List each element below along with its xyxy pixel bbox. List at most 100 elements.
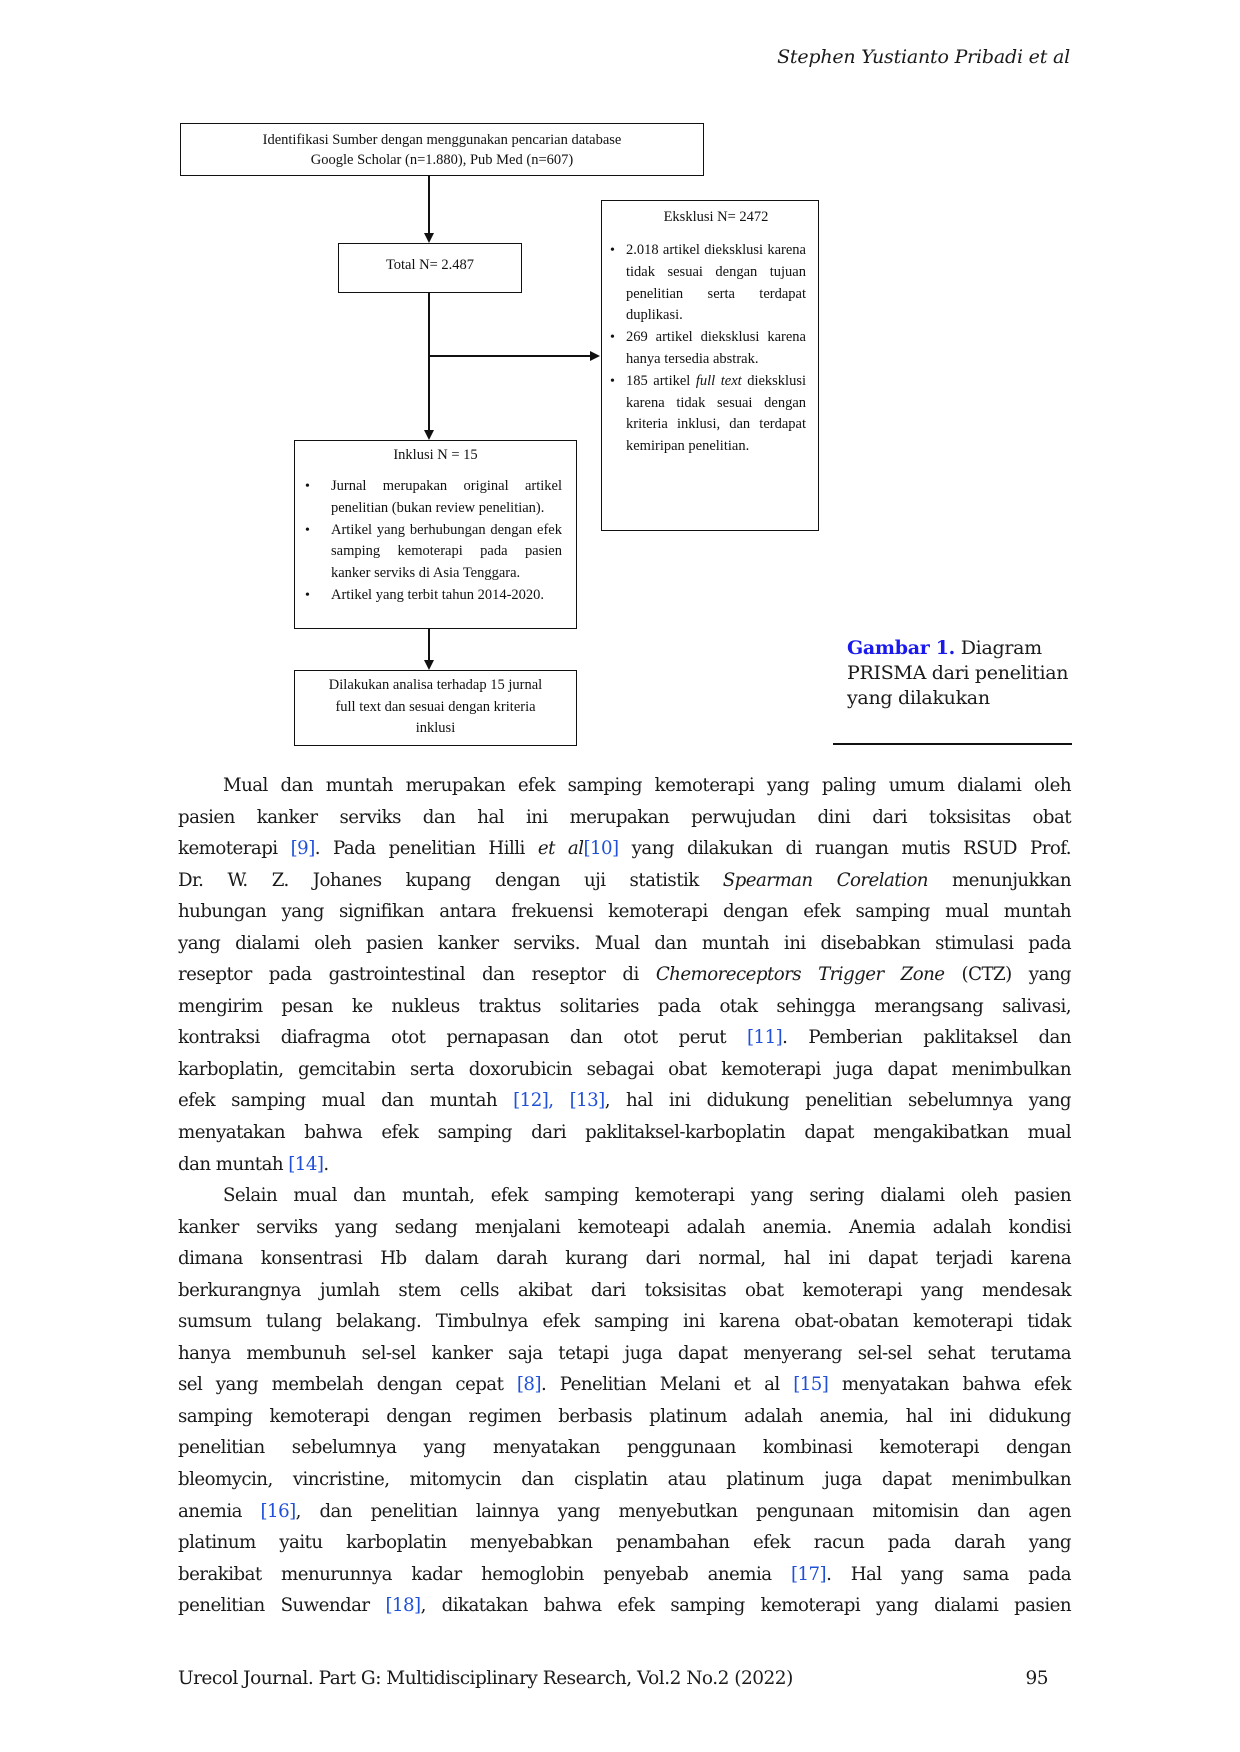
connector-line — [428, 293, 430, 431]
inclusion-title: Inklusi N = 15 — [393, 447, 478, 463]
text-line: Selain mual dan muntah, efek samping kem… — [178, 1180, 1072, 1212]
text-span: platinum yaitu karboplatin menyebabkan p… — [178, 1532, 1072, 1554]
text-span: penelitian sebelumnya yang menyatakan pe… — [178, 1437, 1072, 1459]
total-box: Total N= 2.487 — [338, 243, 522, 293]
text-line: karboplatin, gemcitabin serta doxorubici… — [178, 1054, 1072, 1086]
text-span: hubungan yang signifikan antara frekuens… — [178, 901, 1072, 923]
exclusion-title: Eksklusi N= 2472 — [663, 209, 769, 225]
text-line: kemoterapi [9]. Pada penelitian Hilli et… — [178, 833, 1072, 865]
text-line: kanker serviks yang sedang menjalani kem… — [178, 1212, 1072, 1244]
identification-box: Identifikasi Sumber dengan menggunakan p… — [180, 123, 704, 176]
italic-term: Chemoreceptors Trigger Zone — [655, 964, 945, 986]
italic-term: Spearman Corelation — [722, 869, 929, 891]
citation-link[interactable]: [15] — [793, 1374, 829, 1396]
citation-link[interactable]: [11] — [747, 1027, 783, 1049]
text-line: reseptor pada gastrointestinal dan resep… — [178, 959, 1072, 991]
text-span: bleomycin, vincristine, mitomycin dan ci… — [178, 1469, 1072, 1491]
text-line: penelitian Suwendar [18], dikatakan bahw… — [178, 1590, 1072, 1622]
body-text: Mual dan muntah merupakan efek samping k… — [178, 770, 1072, 1622]
text-span: , hal ini didukung penelitian sebelumnya… — [604, 1090, 1072, 1112]
text-line: pasien kanker serviks dan hal ini merupa… — [178, 802, 1072, 834]
inclusion-item: Artikel yang terbit tahun 2014-2020. — [305, 585, 562, 607]
text-line: anemia [16], dan penelitian lainnya yang… — [178, 1496, 1072, 1528]
identification-line-1: Identifikasi Sumber dengan menggunakan p… — [262, 132, 622, 148]
paragraph: Mual dan muntah merupakan efek samping k… — [178, 770, 1072, 1181]
exclusion-box: Eksklusi N= 2472 2.018 artikel dieksklus… — [601, 200, 819, 531]
citation-link[interactable]: [17] — [790, 1563, 827, 1585]
text-line: mengirim pesan ke nukleus traktus solita… — [178, 991, 1072, 1023]
text-line: Mual dan muntah merupakan efek samping k… — [178, 770, 1072, 802]
arrow-down-icon — [424, 430, 434, 440]
text-line: samping kemoterapi dengan regimen berbas… — [178, 1401, 1072, 1433]
citation-link[interactable]: [12], [13] — [513, 1090, 605, 1112]
text-line: kontraksi diafragma otot pernapasan dan … — [178, 1022, 1072, 1054]
citation-link[interactable]: [10] — [583, 838, 619, 860]
text-span: kanker serviks yang sedang menjalani kem… — [178, 1216, 1072, 1238]
text-span: efek samping mual dan muntah — [178, 1090, 514, 1112]
text-span: penelitian Suwendar — [178, 1595, 386, 1617]
inclusion-item: Jurnal merupakan original artikel peneli… — [305, 476, 562, 520]
text-line: hanya membunuh sel-sel kanker saja tetap… — [178, 1338, 1072, 1370]
text-span: yang dilakukan di ruangan mutis RSUD Pro… — [618, 838, 1072, 860]
text-span: Mual dan muntah merupakan efek samping k… — [223, 775, 1072, 796]
text-span: . — [323, 1153, 329, 1175]
text-span: kemoterapi — [178, 838, 291, 860]
text-span: , dan penelitian lainnya yang menyebutka… — [295, 1500, 1072, 1522]
figure-caption-text: Diagram PRISMA dari penelitian yang dila… — [847, 637, 1069, 709]
exclusion-item: 269 artikel dieksklusi karena hanya ters… — [610, 327, 806, 371]
exclusion-item: 2.018 artikel dieksklusi karena tidak se… — [610, 240, 806, 327]
text-line: platinum yaitu karboplatin menyebabkan p… — [178, 1527, 1072, 1559]
text-line: menyatakan bahwa efek samping dari pakli… — [178, 1117, 1072, 1149]
text-span: menyatakan bahwa efek samping dari pakli… — [178, 1122, 1072, 1144]
italic-term: et al — [537, 838, 584, 860]
text-span: anemia — [178, 1500, 261, 1522]
citation-link[interactable]: [8] — [516, 1374, 542, 1396]
citation-link[interactable]: [16] — [260, 1500, 297, 1522]
text-span: . Pada penelitian Hilli — [314, 838, 538, 860]
text-span: samping kemoterapi dengan regimen berbas… — [178, 1405, 1072, 1427]
total-label: Total N= 2.487 — [385, 257, 475, 273]
citation-link[interactable]: [9] — [290, 838, 316, 860]
text-span: . Penelitian Melani et al — [541, 1374, 794, 1396]
caption-rule — [833, 743, 1072, 745]
text-span: Dr. W. Z. Johanes kupang dengan uji stat… — [178, 869, 723, 891]
text-span: (CTZ) yang — [944, 964, 1072, 986]
page-number: 95 — [1025, 1668, 1048, 1689]
page-footer: Urecol Journal. Part G: Multidisciplinar… — [178, 1668, 1048, 1689]
connector-line — [428, 176, 430, 234]
text-span: sel yang membelah dengan cepat — [178, 1374, 517, 1396]
figure-caption: Gambar 1. Diagram PRISMA dari penelitian… — [847, 636, 1072, 711]
text-span: . Hal yang sama pada — [826, 1563, 1071, 1585]
text-line: dimana konsentrasi Hb dalam darah kurang… — [178, 1243, 1072, 1275]
analysis-line-1: Dilakukan analisa terhadap 15 jurnal — [328, 677, 543, 693]
text-line: berkurangnya jumlah stem cells akibat da… — [178, 1275, 1072, 1307]
text-span: kontraksi diafragma otot pernapasan dan … — [178, 1027, 748, 1049]
running-header: Stephen Yustianto Pribadi et al — [777, 46, 1070, 68]
citation-link[interactable]: [18] — [385, 1595, 421, 1617]
text-span: dimana konsentrasi Hb dalam darah kurang… — [178, 1248, 1072, 1270]
text-span: dan muntah — [178, 1153, 289, 1175]
arrow-right-icon — [590, 351, 600, 361]
text-span: sumsum tulang belakang. Timbulnya efek s… — [178, 1311, 1072, 1333]
analysis-line-3: inklusi — [415, 720, 456, 736]
text-line: bleomycin, vincristine, mitomycin dan ci… — [178, 1464, 1072, 1496]
text-span: , dikatakan bahwa efek samping kemoterap… — [420, 1595, 1072, 1617]
text-span: Selain mual dan muntah, efek samping kem… — [223, 1185, 1072, 1207]
paragraph: Selain mual dan muntah, efek samping kem… — [178, 1180, 1072, 1622]
text-span: pasien kanker serviks dan hal ini merupa… — [178, 806, 1072, 828]
citation-link[interactable]: [14] — [288, 1153, 324, 1175]
text-line: hubungan yang signifikan antara frekuens… — [178, 896, 1072, 928]
text-span: hanya membunuh sel-sel kanker saja tetap… — [178, 1342, 1072, 1364]
text-line: efek samping mual dan muntah [12], [13],… — [178, 1085, 1072, 1117]
text-line: dan muntah [14]. — [178, 1149, 1071, 1181]
text-span: menyatakan bahwa efek — [828, 1374, 1072, 1396]
text-span: karboplatin, gemcitabin serta doxorubici… — [178, 1058, 1072, 1080]
exclusion-item: 185 artikel full text dieksklusi karena … — [610, 371, 806, 458]
text-line: sumsum tulang belakang. Timbulnya efek s… — [178, 1306, 1072, 1338]
inclusion-box: Inklusi N = 15 Jurnal merupakan original… — [294, 440, 577, 629]
prisma-flow-diagram: Identifikasi Sumber dengan menggunakan p… — [0, 0, 1240, 760]
arrow-down-icon — [424, 233, 434, 243]
text-span: menunjukkan — [927, 869, 1072, 891]
figure-label[interactable]: Gambar 1. — [847, 637, 955, 659]
connector-line — [428, 629, 430, 661]
